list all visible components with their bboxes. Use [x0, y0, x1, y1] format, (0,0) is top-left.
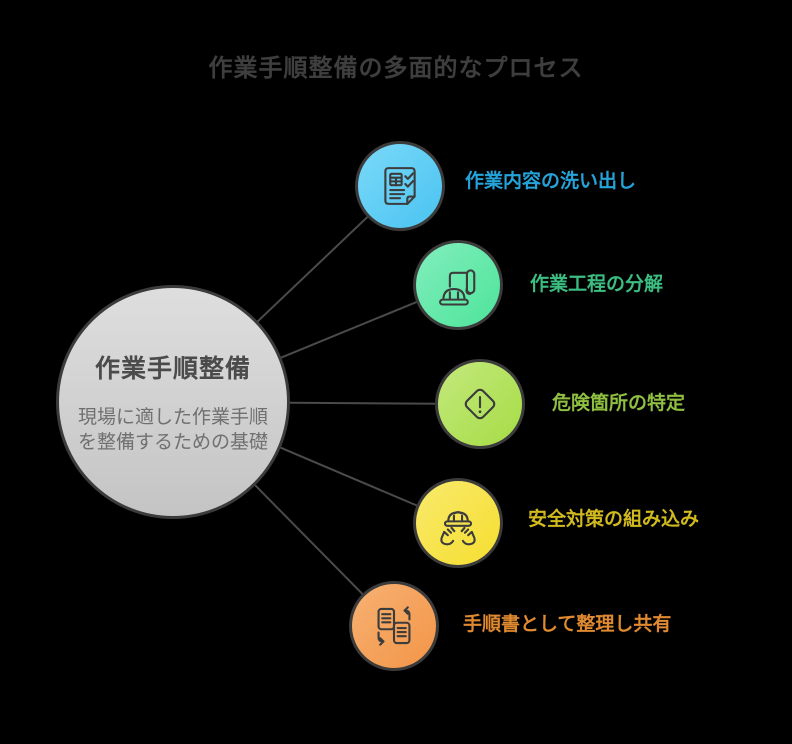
- page-title: 作業手順整備の多面的なプロセス: [208, 55, 584, 82]
- node-label-safety-integration: 安全対策の組み込み: [528, 509, 700, 530]
- process-node-hazard-identification: [435, 359, 525, 449]
- center-node: 作業手順整備 現場に適した作業手順 を整備するための基礎: [56, 285, 290, 519]
- document-exchange-icon: [377, 606, 411, 646]
- helmet-blueprint-icon: [439, 269, 476, 306]
- center-node-subtitle: 現場に適した作業手順 を整備するための基礎: [77, 406, 268, 453]
- process-node-manual-sharing: [349, 581, 439, 671]
- process-node-safety-integration: [413, 478, 503, 568]
- node-label-hazard-identification: 危険箇所の特定: [552, 393, 686, 414]
- process-node-process-breakdown: [413, 240, 503, 330]
- process-node-task-listing: [355, 141, 445, 231]
- node-label-task-listing: 作業内容の洗い出し: [465, 171, 637, 192]
- center-node-title: 作業手順整備: [94, 354, 251, 383]
- node-label-manual-sharing: 手順書として整理し共有: [463, 614, 672, 635]
- checklist-document-icon: [384, 167, 416, 205]
- node-label-process-breakdown: 作業工程の分解: [530, 274, 664, 295]
- safety-hands-helmet-icon: [440, 510, 476, 546]
- hazard-warning-icon: [464, 388, 496, 420]
